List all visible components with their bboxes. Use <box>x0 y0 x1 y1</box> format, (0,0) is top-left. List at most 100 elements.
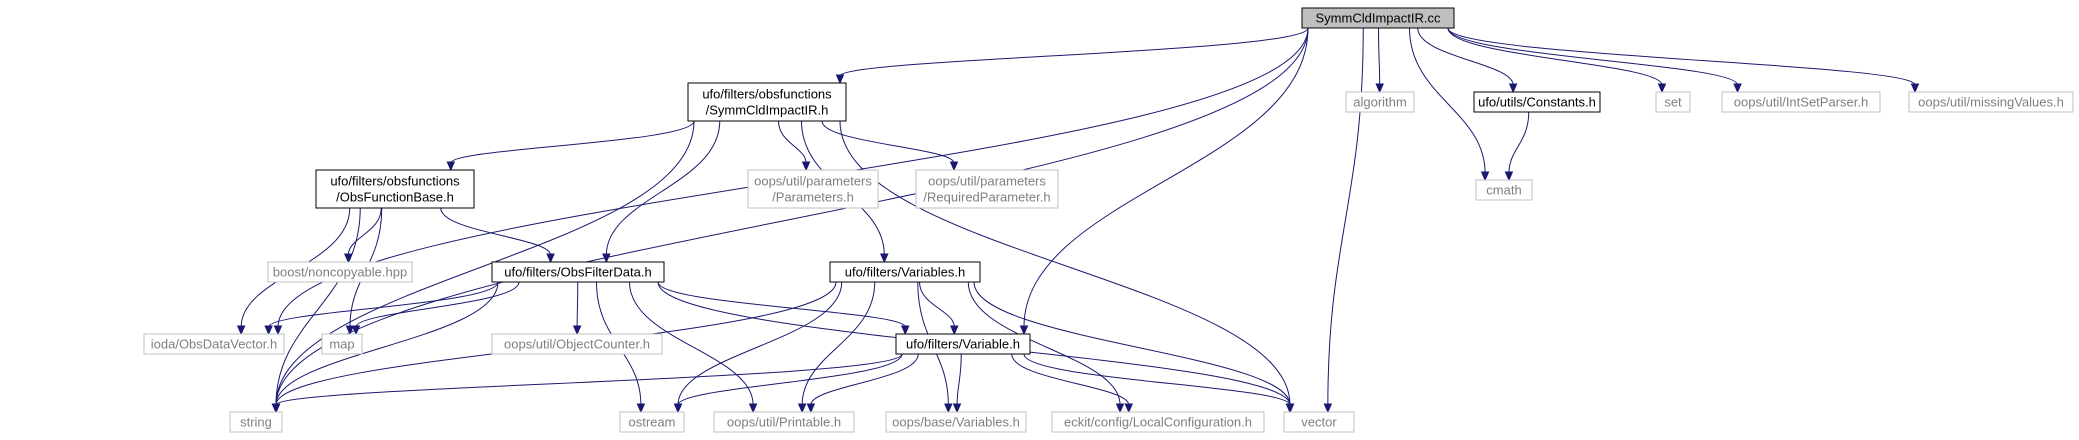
node-label-obsdatavector: ioda/ObsDataVector.h <box>151 337 277 352</box>
node-localconfig: eckit/config/LocalConfiguration.h <box>1051 411 1265 433</box>
node-box-algorithm <box>1345 91 1415 113</box>
node-label-reqparam: oops/util/parameters <box>928 174 1046 189</box>
node-box-set <box>1655 91 1691 113</box>
edge-variables-to-localconfig <box>967 281 1121 406</box>
arrowhead-variable-to-localconfig <box>1124 403 1134 414</box>
node-algorithm: algorithm <box>1345 91 1415 113</box>
node-box-basevariables <box>885 411 1027 433</box>
edge-root-to-set <box>1447 27 1663 86</box>
node-cmath: cmath <box>1475 179 1533 201</box>
node-label-parameters: oops/util/parameters <box>754 174 872 189</box>
edge-variable-to-ostream <box>677 353 903 406</box>
edge-root-to-vector <box>1327 27 1364 406</box>
arrowhead-symmh-to-obsfilterdata <box>602 253 611 264</box>
edge-root-to-cmath <box>1409 27 1486 174</box>
arrowhead-obsfilterdata-to-obsdatavector <box>264 325 273 336</box>
node-obsfuncbase[interactable]: ufo/filters/obsfunctions/ObsFunctionBase… <box>315 169 475 209</box>
edge-symmh-to-string <box>275 120 695 406</box>
node-box-constants <box>1473 91 1601 113</box>
node-label-missing: oops/util/missingValues.h <box>1918 95 2064 110</box>
arrowhead-root-to-obsdatavector <box>273 325 283 336</box>
arrowhead-variable-to-printable <box>806 403 816 414</box>
edge-root-to-constants <box>1417 27 1514 86</box>
node-string: string <box>229 411 283 433</box>
node-label-reqparam: /RequiredParameter.h <box>923 190 1050 205</box>
edge-obsfuncbase-to-noncopyable <box>347 207 382 256</box>
node-label-objectcounter: oops/util/ObjectCounter.h <box>504 337 650 352</box>
edge-symmh-to-reqparam <box>821 120 955 164</box>
node-box-variable <box>895 333 1031 355</box>
arrowhead-symmh-to-parameters <box>801 161 811 172</box>
node-label-variables: ufo/filters/Variables.h <box>845 265 965 280</box>
edge-root-to-variable <box>1023 27 1309 328</box>
node-map: map <box>321 333 363 355</box>
node-label-noncopyable: boost/noncopyable.hpp <box>273 265 407 280</box>
node-box-obsfuncbase <box>315 169 475 209</box>
node-obsfilterdata[interactable]: ufo/filters/ObsFilterData.h <box>491 261 665 283</box>
arrowhead-symmh-to-variables <box>880 253 889 264</box>
edge-variable-to-vector <box>1023 353 1291 406</box>
node-box-cmath <box>1475 179 1533 201</box>
arrowhead-symmh-to-obsfuncbase <box>446 161 456 172</box>
node-box-ostream <box>619 411 685 433</box>
node-label-set: set <box>1664 95 1682 110</box>
node-label-printable: oops/util/Printable.h <box>727 415 841 430</box>
node-basevariables: oops/base/Variables.h <box>885 411 1027 433</box>
edge-root-to-missing <box>1447 27 1916 86</box>
node-box-obsfilterdata <box>491 261 665 283</box>
arrowhead-root-to-vector <box>1323 403 1333 414</box>
node-label-root: SymmCldImpactIR.cc <box>1316 11 1441 26</box>
arrowhead-variables-to-printable <box>797 403 807 414</box>
edge-obsfilterdata-to-obsdatavector <box>268 281 499 328</box>
node-label-algorithm: algorithm <box>1353 95 1406 110</box>
node-label-symmh: ufo/filters/obsfunctions <box>702 87 832 102</box>
node-label-intset: oops/util/IntSetParser.h <box>1734 95 1868 110</box>
arrowhead-obsfilterdata-to-ostream <box>636 403 646 414</box>
arrowhead-constants-to-cmath <box>1504 171 1514 182</box>
node-box-root <box>1301 7 1455 29</box>
edge-symmh-to-obsfilterdata <box>605 120 721 256</box>
node-label-ostream: ostream <box>629 415 676 430</box>
arrowhead-variable-to-string <box>271 403 281 414</box>
node-root[interactable]: SymmCldImpactIR.cc <box>1301 7 1455 29</box>
arrowhead-obsfuncbase-to-obsfilterdata <box>546 253 555 264</box>
arrowhead-variable-to-vector <box>1285 403 1295 414</box>
arrowhead-obsfilterdata-to-printable <box>748 403 758 414</box>
node-label-localconfig: eckit/config/LocalConfiguration.h <box>1064 415 1252 430</box>
node-box-obsdatavector <box>143 333 285 355</box>
node-ostream: ostream <box>619 411 685 433</box>
node-box-localconfig <box>1051 411 1265 433</box>
node-box-intset <box>1721 91 1881 113</box>
node-label-constants: ufo/utils/Constants.h <box>1478 95 1596 110</box>
edge-constants-to-cmath <box>1508 111 1530 174</box>
node-label-symmh: /SymmCldImpactIR.h <box>706 103 829 118</box>
edge-variable-to-localconfig <box>1011 353 1130 406</box>
arrowhead-variables-to-basevariables <box>944 403 953 414</box>
node-box-missing <box>1908 91 2074 113</box>
arrowhead-variable-to-basevariables <box>952 403 962 414</box>
arrowhead-obsfuncbase-to-map <box>345 325 355 336</box>
node-vector: vector <box>1283 411 1355 433</box>
edge-variables-to-printable <box>801 281 876 406</box>
node-label-string: string <box>240 415 272 430</box>
arrowhead-variable-to-ostream <box>673 403 683 414</box>
node-objectcounter: oops/util/ObjectCounter.h <box>491 333 663 355</box>
edge-variable-to-basevariables <box>956 353 962 406</box>
edge-symmh-to-parameters <box>778 120 807 164</box>
node-reqparam: oops/util/parameters/RequiredParameter.h <box>915 169 1059 209</box>
node-variable[interactable]: ufo/filters/Variable.h <box>895 333 1031 355</box>
node-printable: oops/util/Printable.h <box>713 411 855 433</box>
arrowhead-root-to-set <box>1657 83 1667 94</box>
node-variables[interactable]: ufo/filters/Variables.h <box>829 261 981 283</box>
node-symmh[interactable]: ufo/filters/obsfunctions/SymmCldImpactIR… <box>687 82 847 122</box>
node-box-reqparam <box>915 169 1059 209</box>
arrowhead-root-to-intset <box>1733 83 1742 94</box>
arrowhead-root-to-cmath <box>1480 171 1490 182</box>
node-box-map <box>321 333 363 355</box>
node-label-variable: ufo/filters/Variable.h <box>906 337 1020 352</box>
node-label-parameters: /Parameters.h <box>772 190 854 205</box>
arrowhead-root-to-constants <box>1508 83 1518 94</box>
edge-variables-to-variable <box>919 281 955 328</box>
node-constants[interactable]: ufo/utils/Constants.h <box>1473 91 1601 113</box>
